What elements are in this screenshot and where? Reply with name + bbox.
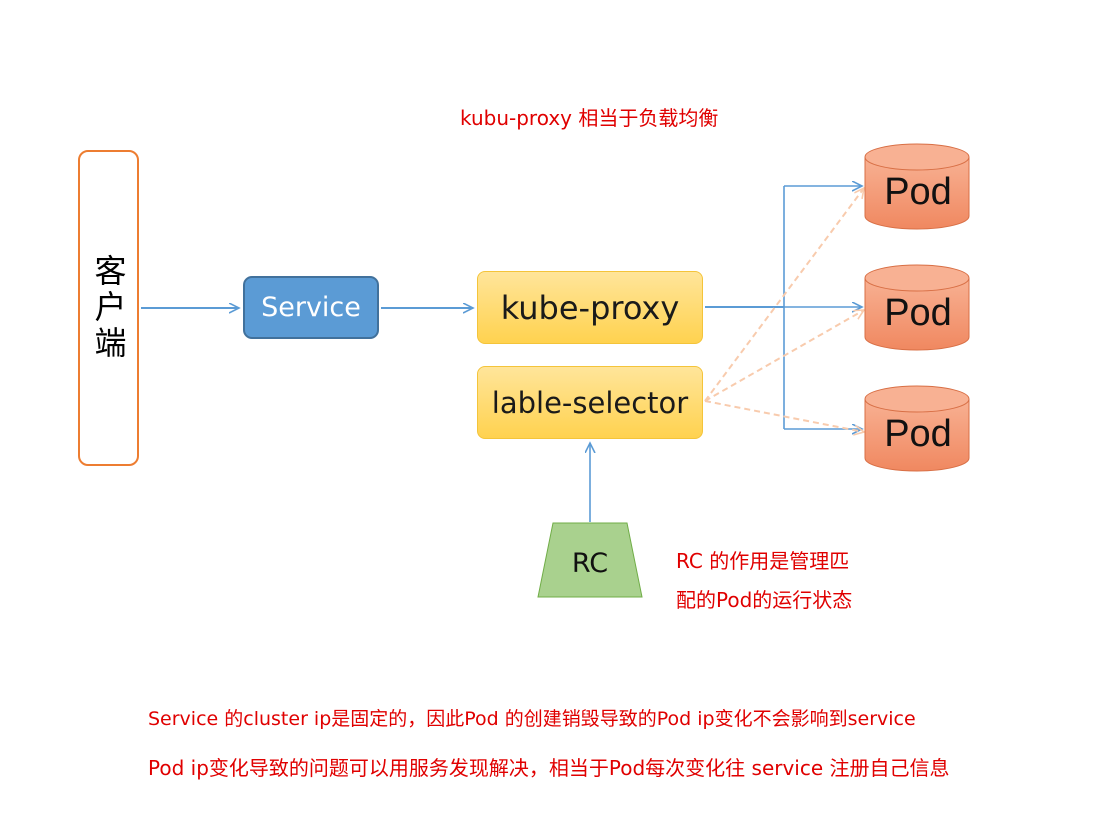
dashed-arrow-selector-to-pod-1: [704, 188, 864, 402]
dashed-arrow-selector-to-pod-2: [704, 310, 864, 402]
label-selector-box: lable-selector: [477, 366, 703, 439]
pod-label-2: Pod: [884, 292, 952, 334]
pod-cylinder-3: [864, 385, 970, 472]
note-bottom-line-1: Service 的cluster ip是固定的，因此Pod 的创建销毁导致的Po…: [148, 708, 916, 730]
pod-label-1: Pod: [884, 171, 952, 213]
rc-trapezoid: [537, 522, 643, 598]
note-bottom-line-2: Pod ip变化导致的问题可以用服务发现解决，相当于Pod每次变化往 servi…: [148, 756, 950, 780]
rc-label: RC: [571, 548, 609, 579]
kube-proxy-box: kube-proxy: [477, 271, 703, 344]
pod-label-3: Pod: [884, 413, 952, 455]
label-selector-label: lable-selector: [491, 385, 689, 420]
note-rc-line-1: RC 的作用是管理匹: [676, 549, 850, 573]
service-label: Service: [261, 292, 361, 323]
client-label: 客户端: [89, 254, 128, 362]
client-box: 客户端: [78, 150, 139, 466]
note-rc-line-2: 配的Pod的运行状态: [676, 588, 853, 612]
pod-cylinder-1: [864, 143, 970, 230]
note-kube-proxy-load-balancer: kubu-proxy 相当于负载均衡: [460, 106, 719, 130]
kube-proxy-label: kube-proxy: [500, 288, 680, 327]
service-box: Service: [243, 276, 379, 339]
pod-cylinder-2: [864, 264, 970, 351]
dashed-arrow-selector-to-pod-3: [704, 400, 864, 432]
